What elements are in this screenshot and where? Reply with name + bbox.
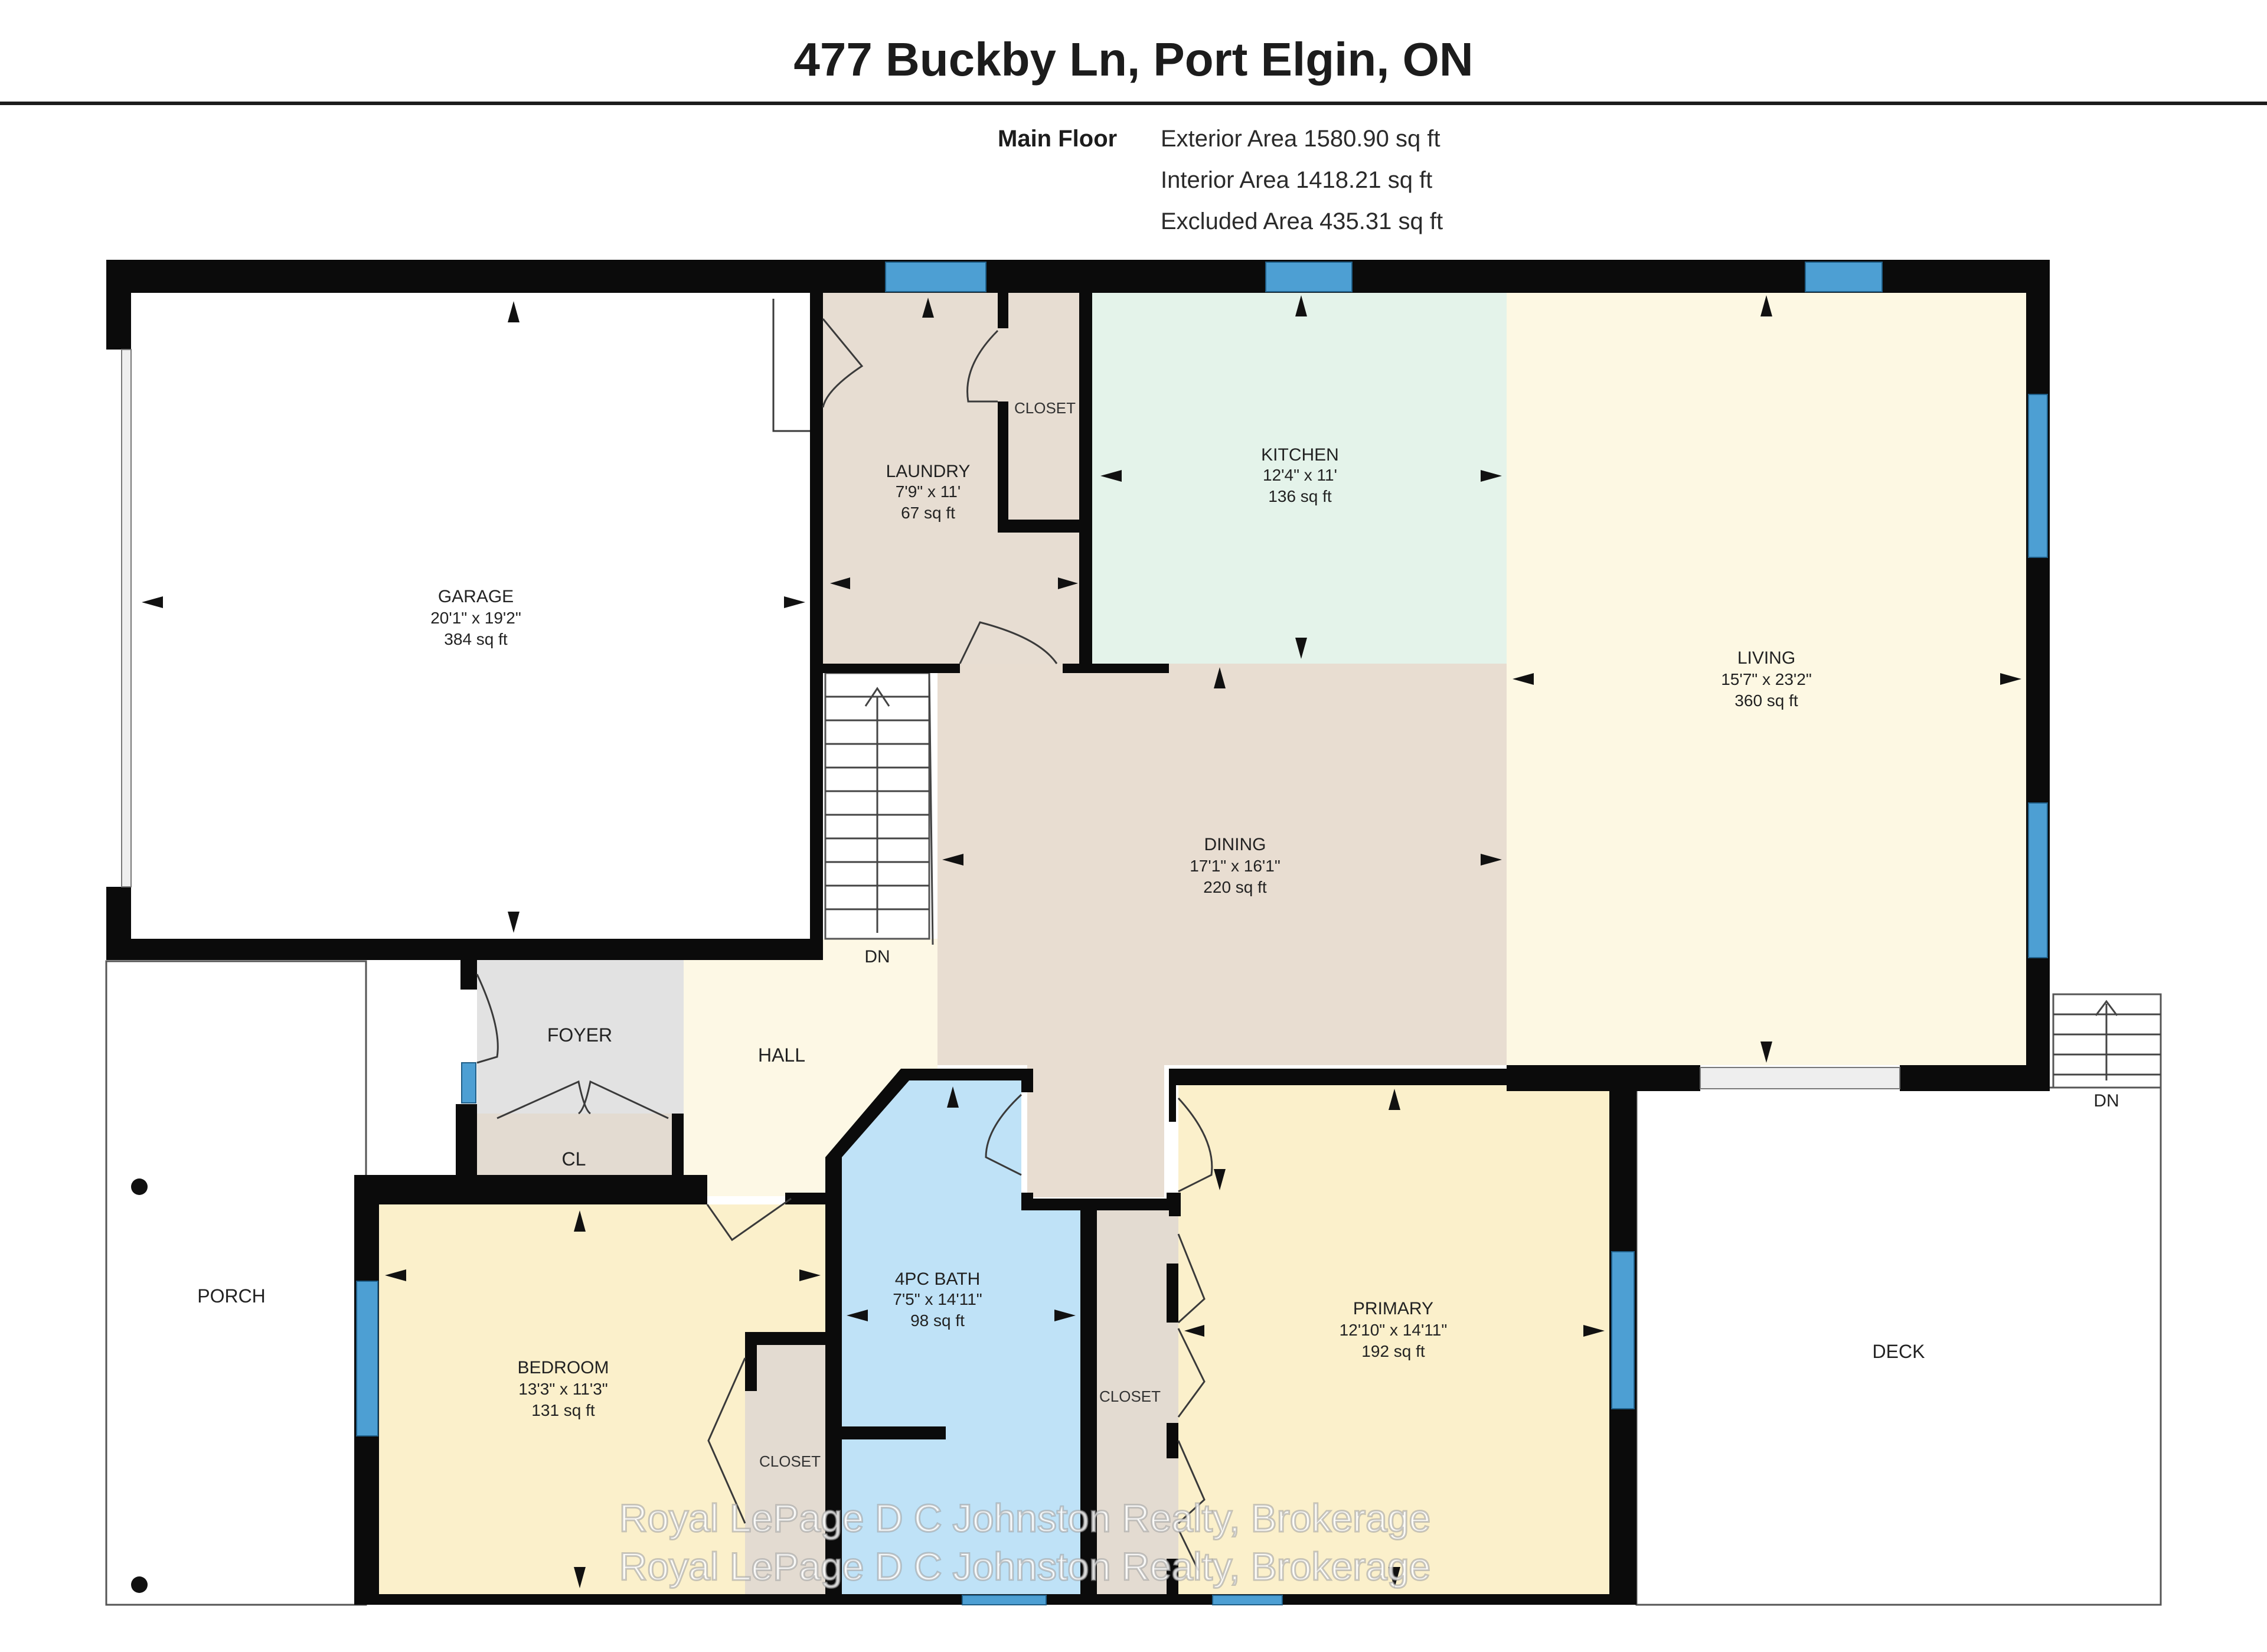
- primary-closet-fill: [1097, 1210, 1178, 1594]
- room-area: 131 sq ft: [531, 1401, 595, 1419]
- stairs-down-label: DN: [864, 947, 890, 967]
- room-area: 67 sq ft: [901, 504, 955, 522]
- room-dims: 15'7" x 23'2": [1721, 670, 1812, 688]
- page-title: 477 Buckby Ln, Port Elgin, ON: [793, 33, 1473, 86]
- primary-closet-label: CLOSET: [1099, 1387, 1161, 1405]
- room-name: BEDROOM: [517, 1358, 609, 1377]
- header-rule: [0, 102, 2267, 105]
- room-area: 192 sq ft: [1361, 1342, 1425, 1360]
- room-kitchen: KITCHEN 12'4" x 11' 136 sq ft: [1261, 445, 1339, 505]
- room-name: 4PC BATH: [895, 1269, 980, 1289]
- bath-fill: [841, 1080, 1080, 1594]
- kitchen-fill: [1092, 293, 1507, 664]
- room-name: PRIMARY: [1353, 1299, 1433, 1318]
- room-name: GARAGE: [438, 587, 514, 606]
- room-name: LAUNDRY: [886, 462, 971, 481]
- room-bedroom: BEDROOM 13'3" x 11'3" 131 sq ft: [517, 1358, 609, 1419]
- room-name: LIVING: [1737, 648, 1795, 668]
- bedroom-closet-fill: [745, 1345, 825, 1594]
- room-dims: 17'1" x 16'1": [1190, 857, 1281, 875]
- room-dims: 12'10" x 14'11": [1340, 1321, 1448, 1339]
- room-name: KITCHEN: [1261, 445, 1339, 465]
- deck-stairs-down-label: DN: [2093, 1091, 2119, 1111]
- room-area: 136 sq ft: [1268, 487, 1332, 505]
- foyer-label: FOYER: [547, 1024, 612, 1046]
- room-dims: 13'3" x 11'3": [518, 1380, 607, 1398]
- room-dims: 7'9" x 11': [896, 482, 961, 501]
- cl-label: CL: [562, 1148, 586, 1170]
- exterior-area: Exterior Area 1580.90 sq ft: [1161, 126, 1440, 152]
- room-primary: PRIMARY 12'10" x 14'11" 192 sq ft: [1340, 1299, 1448, 1360]
- porch-label: PORCH: [197, 1285, 266, 1307]
- porch-area: [105, 960, 367, 1606]
- watermark-echo: Royal LePage D C Johnston Realty, Broker…: [619, 1545, 1431, 1588]
- interior-area: Interior Area 1418.21 sq ft: [1161, 167, 1432, 193]
- porch-post: [131, 1178, 148, 1195]
- garage-door: [121, 349, 132, 887]
- floor-label: Main Floor: [998, 126, 1117, 152]
- primary-fill: [1178, 1085, 1609, 1594]
- dining-fill: [937, 664, 1507, 1065]
- room-dims: 12'4" x 11': [1263, 466, 1337, 484]
- room-area: 360 sq ft: [1734, 691, 1798, 710]
- porch-post: [131, 1576, 148, 1593]
- dimension-arrows: [142, 295, 2021, 1588]
- garage-fill: [131, 293, 810, 939]
- laundry-fill: [822, 293, 1082, 668]
- room-laundry: LAUNDRY 7'9" x 11' 67 sq ft: [886, 462, 971, 522]
- room-area: 220 sq ft: [1203, 878, 1267, 896]
- deck-area: [1635, 1086, 2162, 1606]
- room-area: 384 sq ft: [444, 630, 508, 648]
- bedroom-closet-label: CLOSET: [759, 1452, 821, 1470]
- room-area: 98 sq ft: [910, 1311, 965, 1330]
- hall-label: HALL: [758, 1044, 805, 1066]
- hall-fill-2: [822, 939, 937, 1075]
- room-dims: 7'5" x 14'11": [893, 1290, 982, 1308]
- room-living: LIVING 15'7" x 23'2" 360 sq ft: [1721, 648, 1812, 710]
- excluded-area: Excluded Area 435.31 sq ft: [1161, 208, 1443, 234]
- windows: [121, 262, 2048, 1605]
- room-garage: GARAGE 20'1" x 19'2" 384 sq ft: [430, 587, 521, 648]
- living-slider: [1700, 1067, 1900, 1089]
- doors: [476, 299, 1213, 1571]
- watermark: Royal LePage D C Johnston Realty, Broker…: [619, 1496, 1431, 1540]
- living-fill: [1507, 293, 2026, 1065]
- room-name: DINING: [1204, 835, 1266, 854]
- room-dining: DINING 17'1" x 16'1" 220 sq ft: [1190, 835, 1281, 896]
- room-bath: 4PC BATH 7'5" x 14'11" 98 sq ft: [893, 1269, 982, 1330]
- room-dims: 20'1" x 19'2": [430, 609, 521, 627]
- deck-stairs: [2052, 993, 2162, 1089]
- deck-label: DECK: [1873, 1341, 1925, 1362]
- stairs-fill: [822, 668, 937, 946]
- laundry-closet-label: CLOSET: [1014, 399, 1076, 417]
- dining-fill-lower: [1027, 1065, 1164, 1197]
